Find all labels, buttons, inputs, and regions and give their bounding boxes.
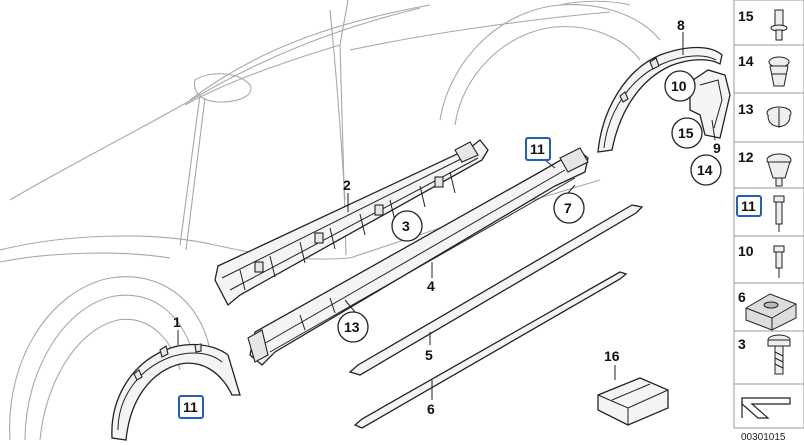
callout-11-bottom-text: 11 [183,399,198,415]
callout-7-text: 7 [564,200,572,216]
sidebar-label-6: 6 [738,289,746,305]
rivet-icon [773,245,785,278]
push-pin-icon [770,9,788,41]
sidebar-label-10: 10 [738,243,754,259]
sidebar-box-11 [736,195,762,217]
part-4-sill-trim [247,147,589,366]
label-1: 1 [173,314,181,330]
expanding-clip-icon [768,56,790,87]
rivet-clip-icon [766,106,792,128]
callout-10-text: 10 [671,78,687,94]
callout-11-top-text: 11 [530,141,545,157]
part-5-moulding-strip [348,204,644,376]
callout-15: 15 [671,117,703,149]
rubber-mount-icon [745,293,797,331]
fastener-sidebar: 15 14 13 12 11 [733,0,804,429]
label-8: 8 [677,17,685,33]
callout-14-text: 14 [697,162,713,178]
part-6-moulding-strip [353,271,628,429]
sidebar-label-14: 14 [738,53,754,69]
part-9-flap-bracket [689,69,731,139]
sidebar-label-13: 13 [738,101,754,117]
label-2: 2 [343,177,351,193]
direction-arrow-icon [741,397,791,419]
callout-7: 7 [553,192,585,224]
callout-14: 14 [690,154,722,186]
callout-11-bottom: 11 [178,395,204,419]
sidebar-label-11: 11 [741,198,756,214]
plastic-nut-icon [766,153,792,187]
diagram-code: 00301015 [741,432,786,443]
callout-15-text: 15 [678,125,694,141]
sidebar-label-15: 15 [738,8,754,24]
part-1-front-wheel-arch [111,343,241,441]
label-5: 5 [425,347,433,363]
sidebar-label-3: 3 [738,336,746,352]
part-2-sill-bracket [214,139,489,307]
callout-13-text: 13 [344,319,360,335]
leader-lines [177,32,716,400]
blind-rivet-icon [773,195,785,232]
label-9: 9 [713,140,721,156]
part-16-box [597,377,669,426]
sidebar-label-12: 12 [738,149,754,165]
part-8-rear-wheel-arch [597,46,723,153]
label-4: 4 [427,278,435,294]
callout-13: 13 [337,311,369,343]
callout-10: 10 [664,70,696,102]
callout-3-text: 3 [402,218,410,234]
part-labels: 1 2 4 5 6 8 9 16 [173,17,721,417]
screw-icon [767,334,791,375]
callout-3: 3 [391,210,423,242]
callout-11-top: 11 [525,137,551,161]
label-16: 16 [604,348,620,364]
label-6: 6 [427,401,435,417]
